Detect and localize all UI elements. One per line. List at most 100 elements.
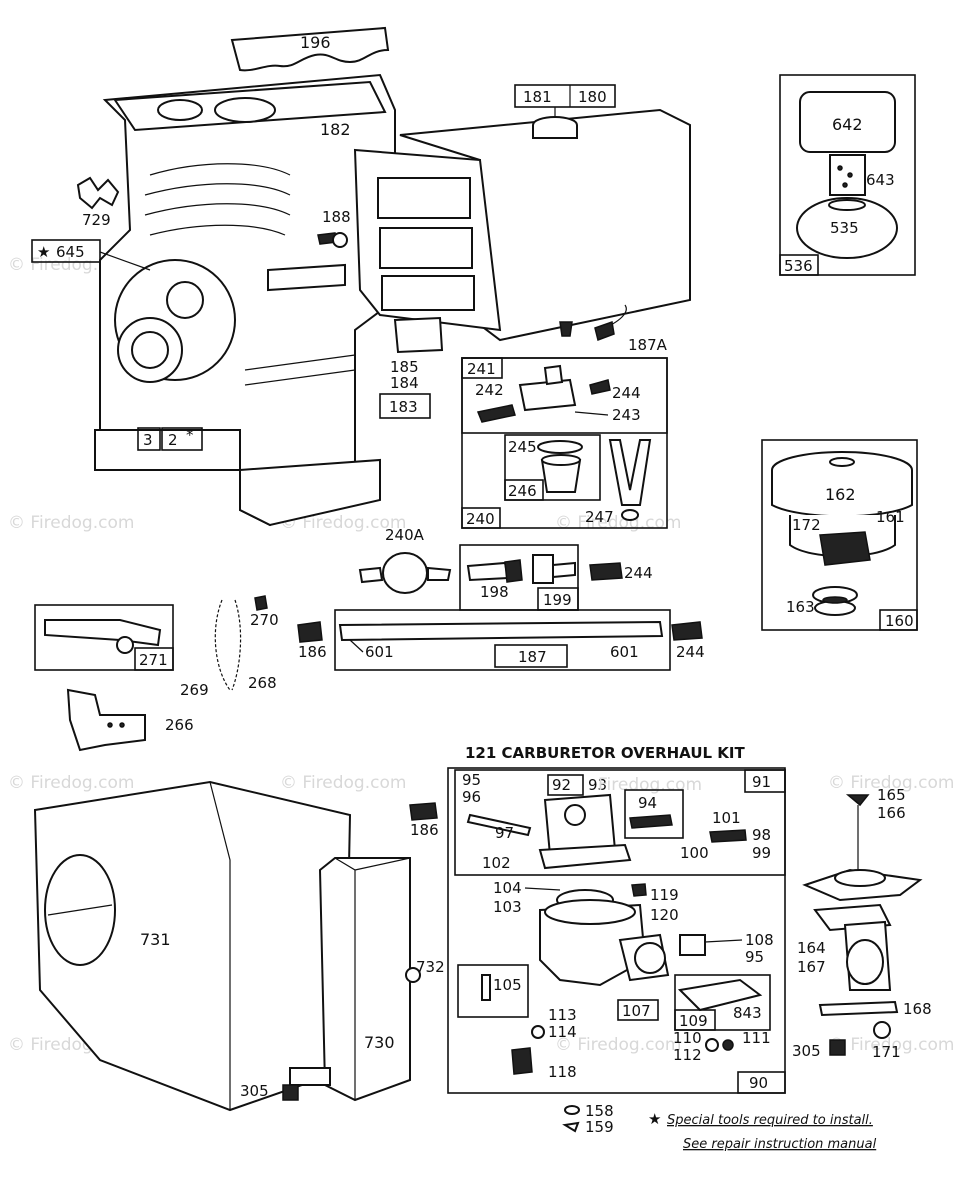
special-tools-note: Special tools required to install.	[667, 1113, 873, 1128]
star-icon: *	[186, 426, 194, 444]
part-label: 183	[389, 398, 418, 416]
part-label: 91	[752, 773, 771, 791]
part-label: 240A	[385, 526, 425, 544]
part-label: 165	[877, 786, 906, 804]
part-label: 167	[797, 958, 826, 976]
part-label: 196	[300, 33, 331, 52]
part-label: 114	[548, 1023, 577, 1041]
carburetor-240: 241 242 244 243 245 246 240 247	[461, 357, 668, 529]
part-label: 184	[390, 374, 419, 392]
part-label: 305	[792, 1042, 821, 1060]
watermark: © Firedog.com	[555, 1035, 681, 1055]
part-label: 187A	[628, 336, 668, 354]
part-label: 107	[622, 1002, 651, 1020]
part-label: 729	[82, 211, 111, 229]
part-label: 270	[250, 611, 279, 629]
part-label: 3	[143, 431, 153, 449]
part-label: 536	[784, 257, 813, 275]
part-label: 271	[139, 651, 168, 669]
watermark: © Firedog.com	[555, 513, 681, 533]
part-label: 100	[680, 844, 709, 862]
part-label: 182	[320, 120, 351, 139]
part-label: 158	[585, 1102, 614, 1120]
air-cleaner-160: 162 172 161 163 160	[761, 439, 918, 631]
part-label: 242	[475, 381, 504, 399]
watermark: © Firedog.com	[828, 1035, 954, 1055]
part-label: 266	[165, 716, 194, 734]
part-label: 164	[797, 939, 826, 957]
part-label: 244	[676, 643, 705, 661]
part-label: 269	[180, 681, 209, 699]
part-label: 108	[745, 931, 774, 949]
part-label: 171	[872, 1043, 901, 1061]
part-158-159: 158 159	[562, 1102, 614, 1136]
repair-manual-note: See repair instruction manual	[683, 1137, 877, 1152]
footnote: ★ Special tools required to install. See…	[648, 1110, 877, 1152]
part-label: 244	[624, 564, 653, 582]
part-label: 162	[825, 485, 856, 504]
part-label: 305	[240, 1082, 269, 1100]
part-label: 109	[679, 1012, 708, 1030]
part-label: 90	[749, 1074, 768, 1092]
fitting-198-199: 198 199 244	[459, 544, 653, 611]
part-label: 93	[588, 776, 607, 794]
part-label: 105	[493, 976, 522, 994]
part-label: 198	[480, 583, 509, 601]
part-188: 188	[317, 208, 351, 248]
star-icon: ★	[37, 243, 50, 261]
part-label: 188	[322, 208, 351, 226]
part-label: 643	[866, 171, 895, 189]
part-187A: 187A	[594, 304, 668, 354]
carburetor-90: 91 95 96 92 93 Firedog.com 97 94 101 98 …	[447, 767, 786, 1094]
part-305: 305	[240, 1082, 299, 1101]
part-label: 245	[508, 438, 537, 456]
part-label: 181	[523, 88, 552, 106]
part-645: ★ 645	[31, 239, 151, 271]
watermark: Firedog.com	[598, 775, 702, 795]
part-183-185: 185 184 183	[379, 316, 444, 419]
part-label: 97	[495, 824, 514, 842]
watermark: © Firedog.com	[8, 773, 134, 793]
fuel-tank: 181 180	[353, 84, 691, 342]
engine-block	[94, 73, 396, 527]
part-label: 119	[650, 886, 679, 904]
part-label: 243	[612, 406, 641, 424]
part-label: 104	[493, 879, 522, 897]
part-label: 94	[638, 794, 657, 812]
part-label: 99	[752, 844, 771, 862]
part-label: 160	[885, 612, 914, 630]
air-cleaner-536: 642 643 535 536	[779, 74, 916, 276]
part-label: 101	[712, 809, 741, 827]
part-label: 180	[578, 88, 607, 106]
watermark: © Firedog.com	[8, 513, 134, 533]
part-label: 111	[742, 1029, 771, 1047]
part-label: 103	[493, 898, 522, 916]
part-730: 730 732	[289, 857, 445, 1102]
part-186: 186	[409, 802, 439, 839]
part-label: 732	[416, 958, 445, 976]
part-266: 266	[66, 688, 194, 752]
part-240A: 240A	[358, 526, 452, 594]
part-label: 95	[462, 771, 481, 789]
part-label: 95	[745, 948, 764, 966]
part-label: 247	[585, 508, 614, 526]
part-label: 601	[365, 643, 394, 661]
part-label: 244	[612, 384, 641, 402]
part-label: 102	[482, 854, 511, 872]
part-label: 730	[364, 1033, 395, 1052]
kit-title: 121 CARBURETOR OVERHAUL KIT	[465, 744, 745, 762]
part-label: 98	[752, 826, 771, 844]
part-label: 186	[298, 643, 327, 661]
part-label: 843	[733, 1004, 762, 1022]
part-label: 268	[248, 674, 277, 692]
part-label: 2	[168, 431, 178, 449]
part-label: 110	[673, 1029, 702, 1047]
part-268-270: 270 269 268	[180, 595, 279, 699]
part-label: 185	[390, 358, 419, 376]
watermark: © Firedog.com	[828, 773, 954, 793]
part-label: 163	[786, 598, 815, 616]
part-label: 166	[877, 804, 906, 822]
part-271: 271	[34, 604, 174, 671]
part-label: 161	[876, 508, 905, 526]
